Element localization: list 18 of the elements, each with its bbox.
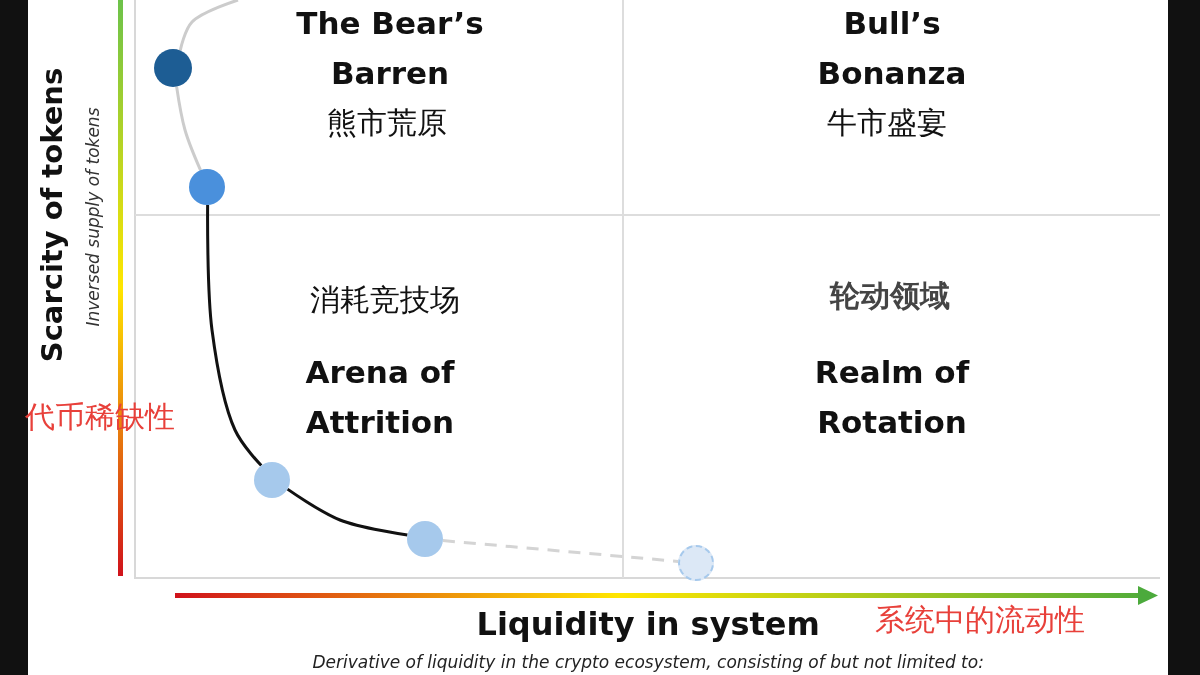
x-axis-note: Derivative of liquidity in the crypto ecosystem, consisting of but not limited to:: [312, 652, 984, 672]
quadrant-title: 熊市荒原: [327, 104, 447, 142]
dashed-curve-line: [442, 539, 679, 563]
x-axis-title: Liquidity in system: [476, 605, 820, 643]
quadrant-title: 消耗竞技场: [310, 281, 460, 319]
y-axis-title: Scarcity of tokens: [35, 67, 70, 363]
curve-line: [178, 0, 239, 51]
y-axis-subtitle: Inversed supply of tokens: [82, 107, 102, 327]
curve-line: [175, 86, 202, 171]
x-axis-translation: 系统中的流动性: [875, 601, 1085, 639]
curve-line: [206, 204, 263, 467]
quadrant-title: Bull’s Bonanza: [816, 4, 968, 93]
quadrant-title: Realm of Rotation: [813, 353, 971, 442]
quadrant-title: Arena of Attrition: [304, 353, 456, 442]
curve-line: [286, 487, 408, 537]
quadrant-title: 牛市盛宴: [827, 104, 947, 142]
quadrant-title: The Bear’s Barren: [295, 4, 485, 93]
quadrant-title: 轮动领域: [830, 277, 950, 315]
